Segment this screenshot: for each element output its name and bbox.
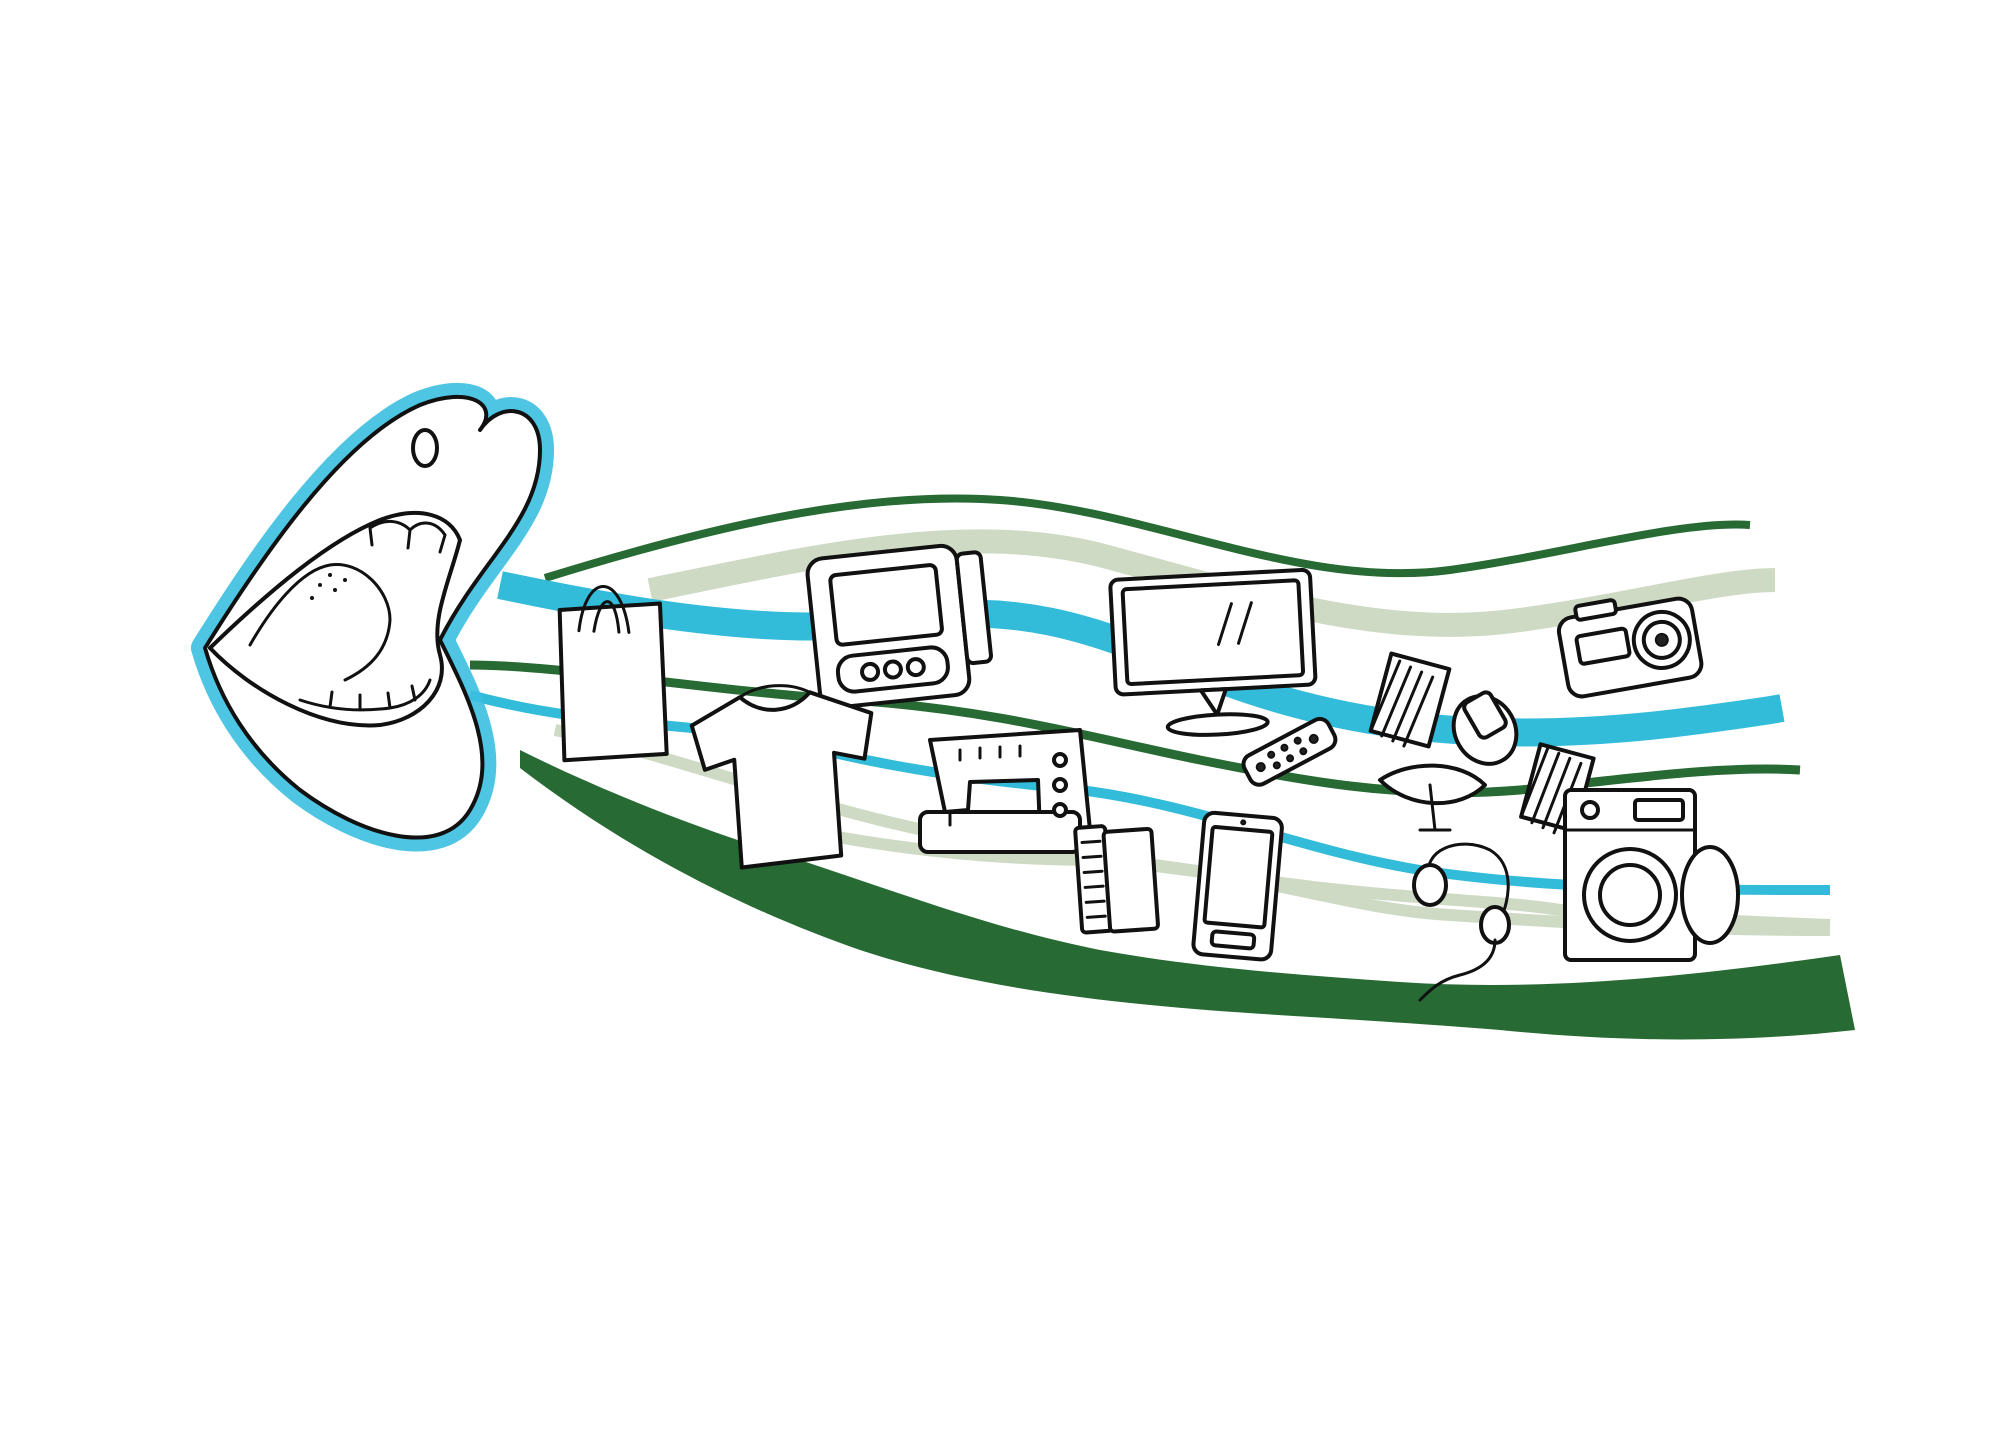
remote-control-icon xyxy=(1241,716,1338,787)
portable-tv-icon xyxy=(805,543,993,710)
smartphone-icon xyxy=(1191,810,1284,962)
stream-bottom-green xyxy=(520,750,1855,1040)
tongue-texture xyxy=(310,573,347,600)
t-shirt-icon xyxy=(689,684,874,870)
tongue xyxy=(248,562,392,682)
headset-icon xyxy=(1412,842,1511,1002)
camera-icon xyxy=(1556,596,1704,699)
upper-teeth xyxy=(368,520,447,554)
monitor-icon xyxy=(1108,567,1318,737)
lower-teeth xyxy=(298,678,432,712)
sewing-machine-icon xyxy=(918,728,1092,854)
shopping-bag-icon xyxy=(557,585,669,763)
washing-machine-icon xyxy=(1563,788,1740,962)
battery-pack-icon xyxy=(1073,824,1160,935)
stream-mid-green xyxy=(469,660,1801,798)
open-mouth xyxy=(191,382,554,852)
mouth-opening xyxy=(208,511,462,728)
stream-top-green xyxy=(543,494,1751,582)
lip-highlight xyxy=(411,428,439,468)
